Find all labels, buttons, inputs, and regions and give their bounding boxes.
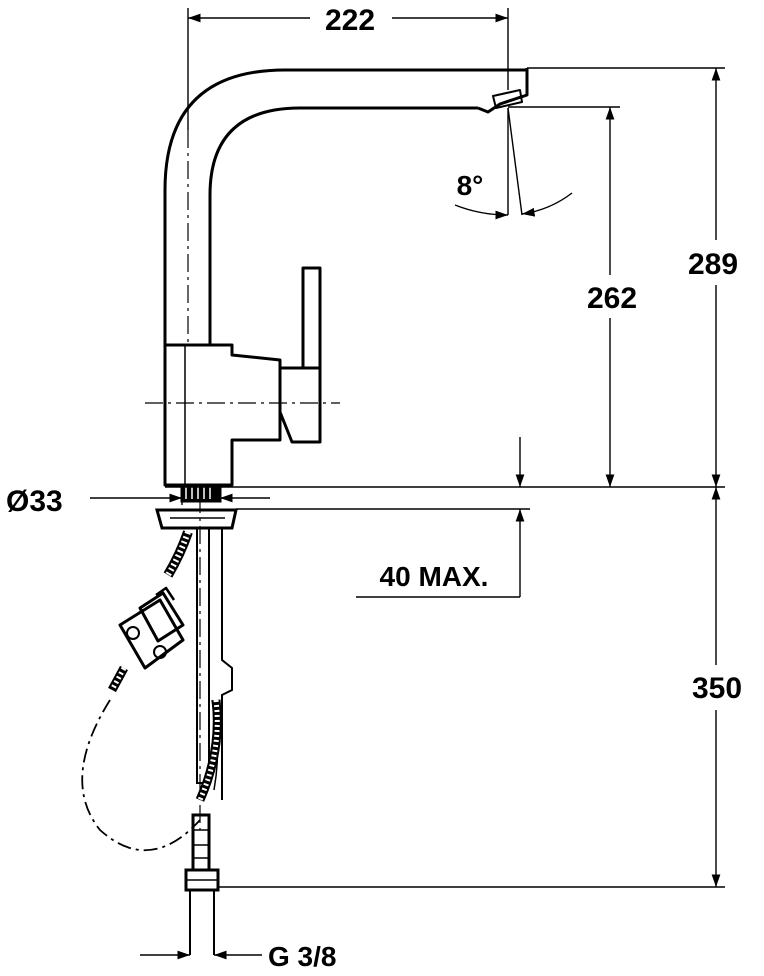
spout-tip bbox=[477, 68, 529, 114]
aerator bbox=[492, 89, 523, 109]
faucet-outline bbox=[163, 68, 529, 487]
dim-spout-height: 262 bbox=[587, 282, 637, 315]
connection-line bbox=[184, 813, 220, 955]
spout-inner bbox=[208, 106, 478, 345]
lever-base bbox=[278, 366, 322, 444]
connector-body bbox=[118, 598, 185, 670]
mixer-body bbox=[163, 343, 282, 487]
dim-connection-thread: G 3/8 bbox=[268, 941, 336, 972]
mounting-assembly bbox=[155, 483, 238, 800]
dim-counter-thickness: 40 MAX. bbox=[380, 561, 489, 592]
dim-hose-length: 350 bbox=[692, 672, 742, 705]
hose-path-phantom bbox=[81, 699, 201, 852]
pullout-hose-upper bbox=[163, 530, 193, 578]
threaded-rod bbox=[196, 527, 210, 784]
dim-base-diameter: Ø33 bbox=[6, 485, 63, 518]
dimension-lines bbox=[90, 8, 725, 960]
centre-lines bbox=[145, 130, 340, 830]
hose-weight-connector bbox=[108, 586, 185, 693]
dim-spout-angle: 8° bbox=[457, 170, 484, 201]
spout-outer bbox=[163, 68, 527, 345]
corrugated-hoses bbox=[163, 530, 222, 802]
lever-handle bbox=[301, 266, 322, 370]
supply-pipe bbox=[210, 527, 233, 800]
mounting-nut bbox=[155, 508, 238, 530]
dim-spout-reach: 222 bbox=[325, 4, 375, 37]
dim-total-height: 289 bbox=[688, 248, 738, 281]
